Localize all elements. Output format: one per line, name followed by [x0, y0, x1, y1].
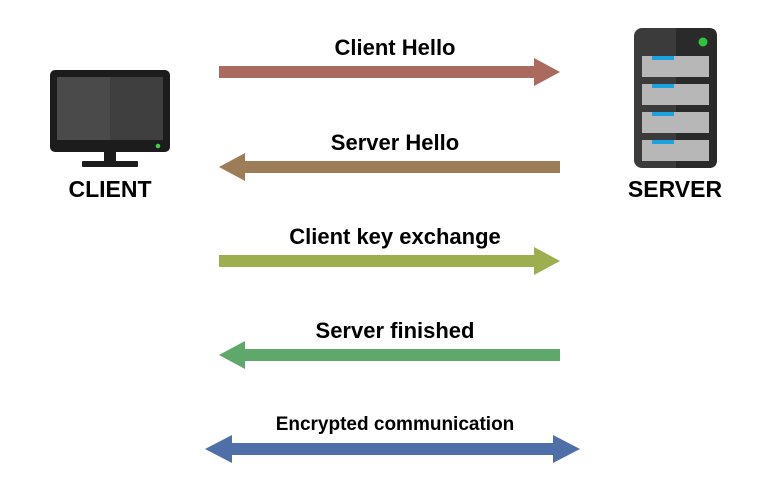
monitor-base [82, 161, 138, 167]
arrow-server-hello [219, 153, 560, 181]
message-label-client-key-exchange: Client key exchange [289, 224, 501, 249]
message-label-encrypted-communication: Encrypted communication [275, 414, 515, 435]
arrow-client-key-exchange [219, 247, 560, 275]
client-label: CLIENT [68, 176, 152, 202]
arrow-client-hello [219, 58, 560, 86]
arrow-server-finished [219, 341, 560, 369]
server-bays [642, 56, 709, 161]
server-rack-icon [634, 28, 717, 168]
server-power-led [698, 37, 708, 47]
monitor-neck [104, 152, 116, 162]
monitor-icon [50, 70, 170, 167]
message-label-client-hello: Client Hello [334, 35, 456, 60]
monitor-screen-shade [110, 77, 163, 140]
server-label: SERVER [627, 176, 723, 202]
monitor-power-led [155, 143, 161, 149]
message-label-server-finished: Server finished [315, 318, 475, 343]
message-label-server-hello: Server Hello [330, 130, 460, 155]
arrow-encrypted-communication [205, 435, 580, 463]
